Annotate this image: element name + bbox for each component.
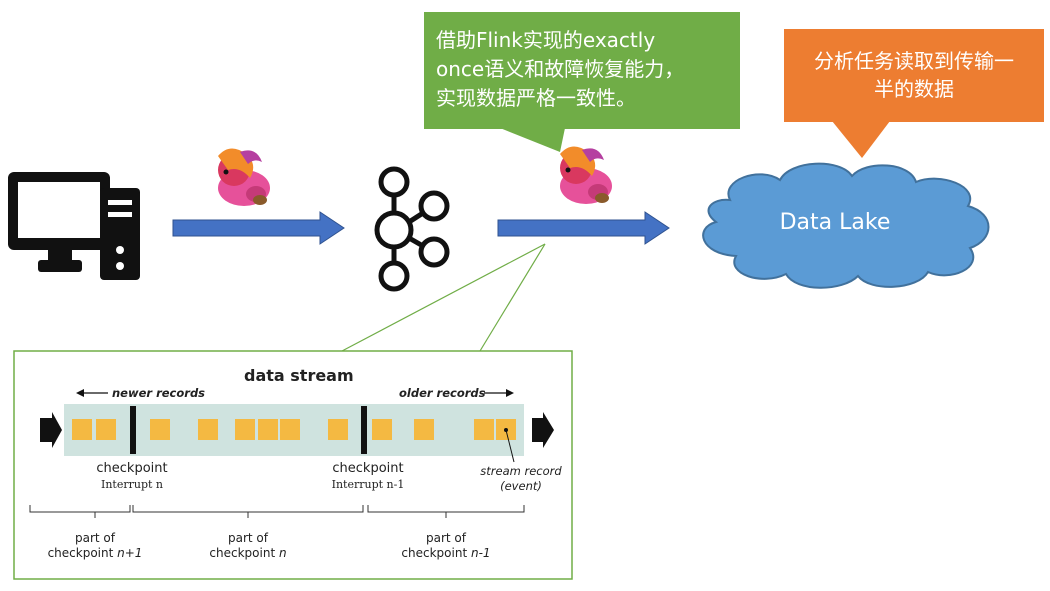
newer-records-label: newer records	[112, 386, 206, 400]
interrupt-label-n-1: Interrupt n-1	[331, 478, 405, 491]
stream-figure-box	[13, 350, 573, 580]
checkpoint-n-1-line: checkpoint n-1	[401, 546, 491, 560]
green-callout-line-1: 借助Flink实现的exactly	[436, 28, 656, 52]
part-of-label-n-1: part of	[426, 531, 466, 545]
green-callout-pointer	[500, 128, 565, 152]
computer-icon	[8, 172, 140, 280]
stream-record-pointer	[505, 429, 515, 463]
stream-records	[72, 419, 516, 440]
connector-line-left	[341, 243, 546, 352]
checkpoint-braces	[29, 505, 525, 518]
arrow-1	[172, 211, 345, 245]
data-stream-title: data stream	[244, 366, 354, 385]
data-lake-label: Data Lake	[779, 210, 891, 235]
connector-line-right	[479, 243, 546, 352]
checkpoint-label-n-1: checkpoint	[332, 461, 404, 476]
checkpoint-n1-line: checkpoint n+1	[47, 546, 143, 560]
checkpoint-n-line: checkpoint n	[209, 546, 287, 560]
orange-callout-line-2: 半的数据	[874, 77, 954, 101]
data-lake-cloud	[702, 162, 990, 289]
checkpoint-barrier-n	[130, 406, 136, 454]
checkpoint-label-n: checkpoint	[96, 461, 168, 476]
green-callout-line-3: 实现数据严格一致性。	[436, 86, 636, 110]
kafka-icon	[374, 166, 450, 292]
arrow-2	[497, 211, 670, 245]
flink-squirrel-icon	[218, 148, 270, 206]
green-callout-line-2: once语义和故障恢复能力，	[436, 57, 685, 81]
orange-callout-pointer	[832, 121, 890, 158]
orange-callout: 分析任务读取到传输一 半的数据	[784, 29, 1044, 122]
stream-arrow-right	[532, 412, 554, 448]
stream-arrow-left	[40, 412, 62, 448]
part-of-label-n1: part of	[75, 531, 115, 545]
orange-callout-line-1: 分析任务读取到传输一	[814, 49, 1014, 73]
green-callout: 借助Flink实现的exactly once语义和故障恢复能力， 实现数据严格一…	[424, 12, 740, 129]
flink-squirrel-icon	[560, 146, 612, 204]
checkpoint-barrier-n-1	[361, 406, 367, 454]
interrupt-label-n: Interrupt n	[100, 478, 163, 491]
part-of-label-n: part of	[228, 531, 268, 545]
stream-record-label: stream record	[480, 464, 562, 478]
event-label: (event)	[500, 479, 542, 493]
older-records-label: older records	[399, 386, 486, 400]
